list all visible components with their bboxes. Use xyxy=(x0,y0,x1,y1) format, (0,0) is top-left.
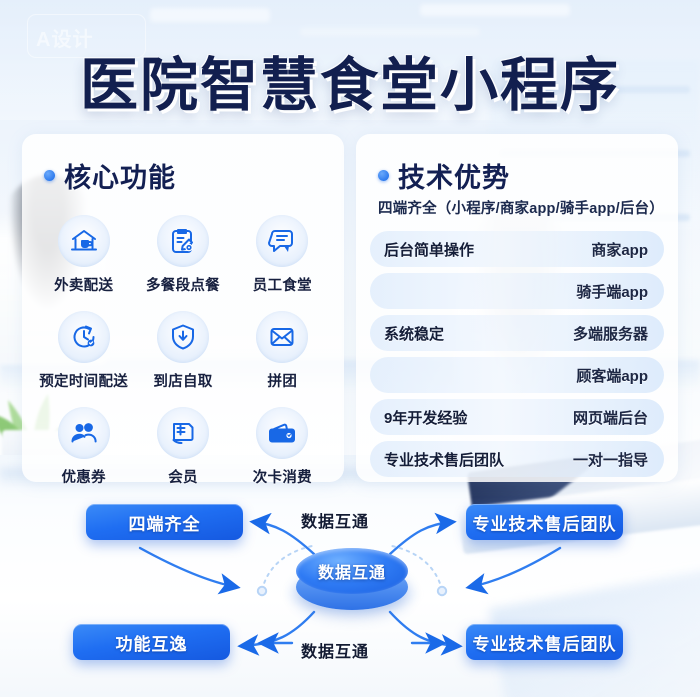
diagram-label-top: 数据互通 xyxy=(301,514,370,531)
ceiling-lamp xyxy=(150,8,270,22)
feature-label: 次卡消费 xyxy=(252,470,312,486)
feature-label: 多餐段点餐 xyxy=(145,278,220,294)
shield-download-icon xyxy=(156,311,209,363)
clipboard-pencil-icon xyxy=(156,215,209,267)
watermark-logo: A设计 xyxy=(27,14,146,58)
center-node-top: 数据互通 xyxy=(296,548,408,594)
tech-advantages-title: 技术优势 xyxy=(398,163,510,193)
diagram-node-bottom-left[interactable]: 功能互逸 xyxy=(73,624,230,660)
feature-label: 拼团 xyxy=(267,374,298,390)
bullet-dot-icon xyxy=(44,170,55,181)
feature-label: 优惠券 xyxy=(61,470,106,486)
tech-row: 顾客端app xyxy=(370,357,664,393)
envelope-group-icon xyxy=(256,311,309,363)
feature-label: 到店自取 xyxy=(153,374,213,390)
tech-row-label: 系统稳定 xyxy=(384,325,445,343)
tech-row: 后台简单操作 商家app xyxy=(370,231,664,267)
core-functions-header: 核心功能 xyxy=(44,156,344,195)
house-delivery-icon xyxy=(57,215,110,267)
tech-row-tag: 一对一指导 xyxy=(572,451,648,469)
ceiling-lamp xyxy=(300,28,480,36)
tech-row-label: 专业技术售后团队 xyxy=(384,451,505,469)
diagram-node-label: 专业技术售后团队 xyxy=(472,634,617,654)
wallet-icon xyxy=(256,407,309,459)
tech-row-tag: 顾客端app xyxy=(576,367,648,385)
diagram-label-bottom: 数据互通 xyxy=(301,644,370,661)
two-people-icon xyxy=(57,407,110,459)
diagram-node-label: 专业技术售后团队 xyxy=(472,514,617,534)
tech-row-tag: 多端服务器 xyxy=(572,325,648,343)
tech-row-label: 后台简单操作 xyxy=(384,241,475,259)
tech-advantages-header: 技术优势 xyxy=(378,156,678,195)
core-functions-grid: 外卖配送 多餐段点餐 xyxy=(34,215,332,487)
clock-schedule-icon xyxy=(57,311,110,363)
tech-row: 专业技术售后团队 一对一指导 xyxy=(370,441,664,477)
diagram-center-node[interactable]: 数据互通 xyxy=(278,540,426,626)
tech-row-tag: 网页端后台 xyxy=(572,409,648,427)
feature-item-scheduled-delivery[interactable]: 预定时间配送 xyxy=(34,311,133,391)
diagram-node-label: 四端齐全 xyxy=(128,514,201,534)
page-title: 医院智慧食堂小程序 xyxy=(79,53,620,118)
tech-row: 系统稳定 多端服务器 xyxy=(370,315,664,351)
bullet-dot-icon xyxy=(378,170,389,181)
tech-advantages-panel: 技术优势 四端齐全（小程序/商家app/骑手app/后台） 后台简单操作 商家a… xyxy=(356,134,678,482)
diagram-node-top-right[interactable]: 专业技术售后团队 xyxy=(466,504,623,540)
member-ticket-icon xyxy=(156,407,209,459)
tech-row: 骑手端app xyxy=(370,273,664,309)
diagram-connectors xyxy=(138,512,562,656)
data-flow-diagram: 四端齐全 专业技术售后团队 功能互逸 专业技术售后团队 数据互通 数据互通 数据… xyxy=(0,486,700,697)
diagram-node-label: 功能互逸 xyxy=(115,634,188,654)
feature-item-coupon[interactable]: 优惠券 xyxy=(34,407,133,487)
feature-label: 外卖配送 xyxy=(54,278,114,294)
feature-label: 员工食堂 xyxy=(252,278,312,294)
tech-advantages-subtitle: 四端齐全（小程序/商家app/骑手app/后台） xyxy=(378,201,664,217)
feature-label: 预定时间配送 xyxy=(39,374,129,390)
diagram-node-bottom-right[interactable]: 专业技术售后团队 xyxy=(466,624,623,660)
feature-label: 会员 xyxy=(168,470,198,486)
feature-item-membership[interactable]: 会员 xyxy=(133,407,232,487)
tech-row: 9年开发经验 网页端后台 xyxy=(370,399,664,435)
tech-row-tag: 骑手端app xyxy=(576,283,648,301)
watermark-text: A设计 xyxy=(36,29,94,51)
feature-item-delivery[interactable]: 外卖配送 xyxy=(34,215,133,295)
tech-row-tag: 商家app xyxy=(591,241,648,259)
center-node-label: 数据互通 xyxy=(317,565,386,582)
feature-item-multi-meal-order[interactable]: 多餐段点餐 xyxy=(133,215,232,295)
feature-item-group-buy[interactable]: 拼团 xyxy=(233,311,332,391)
speech-bubble-icon xyxy=(256,215,309,267)
feature-item-staff-canteen[interactable]: 员工食堂 xyxy=(233,215,332,295)
tech-advantages-rows: 后台简单操作 商家app 骑手端app 系统稳定 多端服务器 顾客端app 9年… xyxy=(370,231,664,477)
core-functions-title: 核心功能 xyxy=(64,163,176,193)
tech-row-label: 9年开发经验 xyxy=(384,409,468,427)
core-functions-panel: 核心功能 外卖配送 xyxy=(22,134,344,486)
feature-item-prepaid-card[interactable]: 次卡消费 xyxy=(233,407,332,487)
diagram-node-top-left[interactable]: 四端齐全 xyxy=(86,504,243,540)
feature-item-store-pickup[interactable]: 到店自取 xyxy=(133,311,232,391)
ceiling-lamp xyxy=(420,4,570,16)
